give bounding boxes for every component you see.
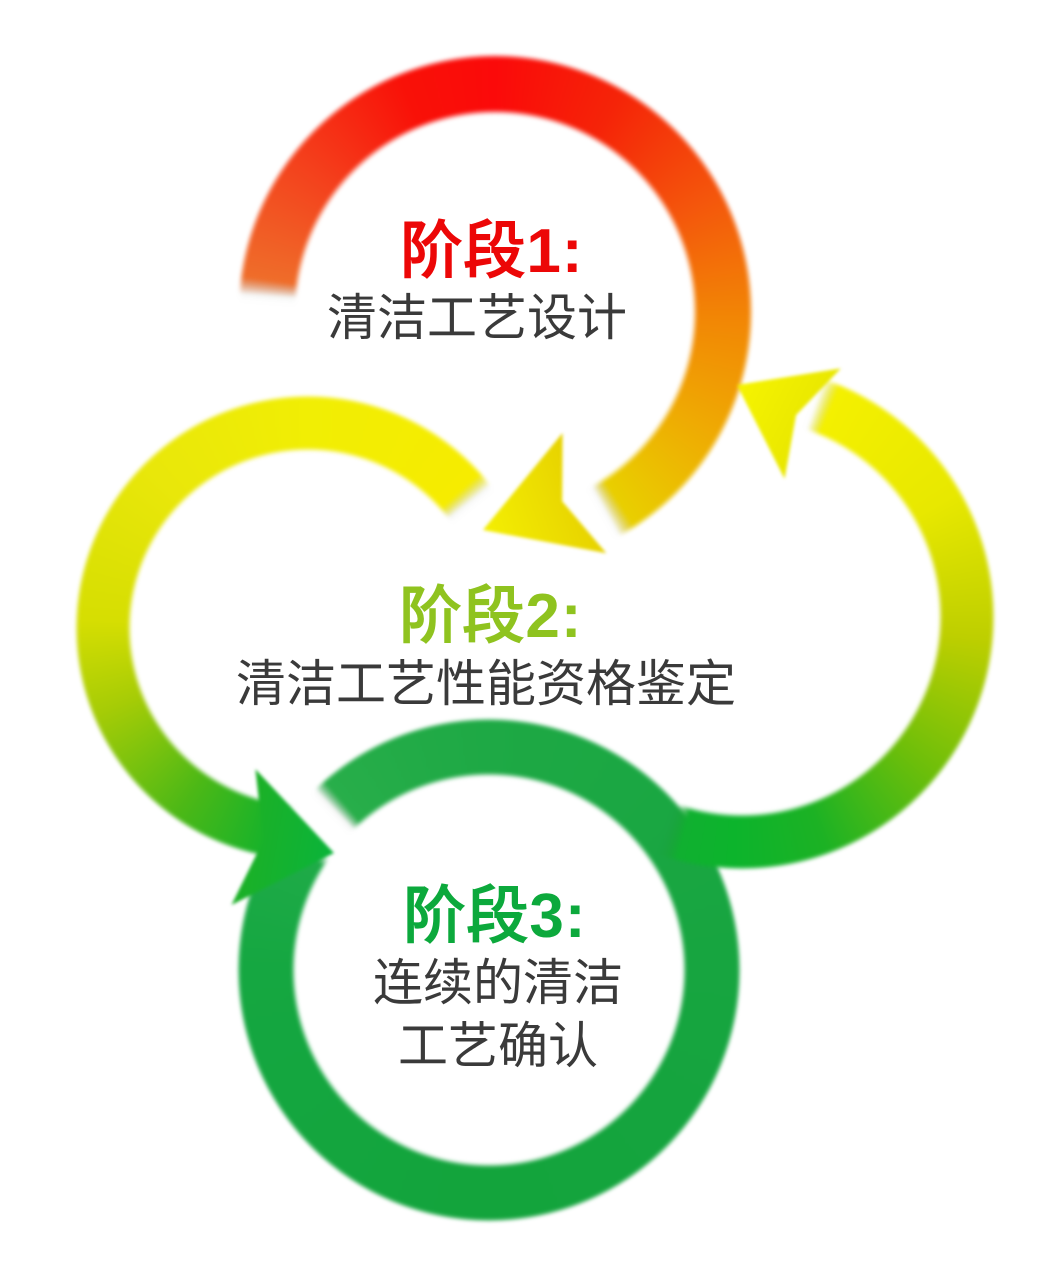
phase1-description: 清洁工艺设计	[327, 290, 627, 346]
phase2-label: 阶段2:	[399, 582, 583, 651]
phase3-description: 连续的清洁 工艺确认	[198, 952, 798, 1078]
phase2-description: 清洁工艺性能资格鉴定	[236, 656, 736, 712]
phase1-red-ring	[237, 54, 753, 570]
phase1-label: 阶段1:	[400, 217, 584, 286]
phase3-description-line2: 工艺确认	[398, 1018, 598, 1074]
phase3-label: 阶段3:	[403, 882, 587, 951]
phase3-description-line1: 连续的清洁	[373, 955, 623, 1011]
